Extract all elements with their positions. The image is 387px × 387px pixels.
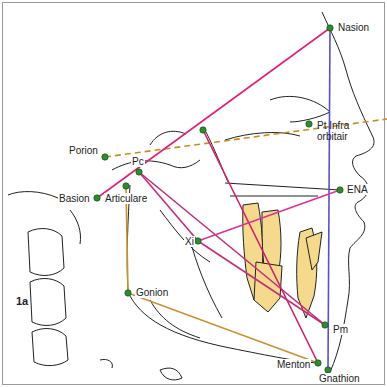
pc-xi-line xyxy=(139,172,198,241)
landmark-label: 1a xyxy=(15,296,29,307)
landmark-label: Pt Infra orbitair xyxy=(316,120,380,142)
frankfort-plane xyxy=(105,119,387,157)
condylar-axis xyxy=(139,172,325,325)
reference-lines xyxy=(97,28,387,370)
landmark-label: Nasion xyxy=(337,22,370,33)
landmark-dots xyxy=(94,25,343,373)
mandibular-plane xyxy=(126,186,318,363)
facial-line xyxy=(328,28,330,370)
facial-axis xyxy=(203,130,318,363)
xi-pm-line xyxy=(198,241,325,325)
landmark-label: Pc xyxy=(131,156,145,167)
xi-ena-line xyxy=(198,190,340,241)
landmark-label: Xi xyxy=(184,236,195,247)
frame xyxy=(3,3,385,385)
landmark-label: Gonion xyxy=(135,287,169,298)
landmark-label: Articulare xyxy=(104,193,148,204)
landmark-label: Pm xyxy=(332,324,349,335)
nasion-basion-line xyxy=(97,28,330,198)
vertebra xyxy=(28,229,68,366)
landmark-label: Menton xyxy=(276,359,311,370)
landmark-label: ENA xyxy=(346,184,369,195)
landmark-label: Gnathion xyxy=(318,373,361,384)
landmark-label: Basion xyxy=(58,193,91,204)
landmark-label: Porion xyxy=(68,145,99,156)
skull-outline xyxy=(8,12,374,380)
